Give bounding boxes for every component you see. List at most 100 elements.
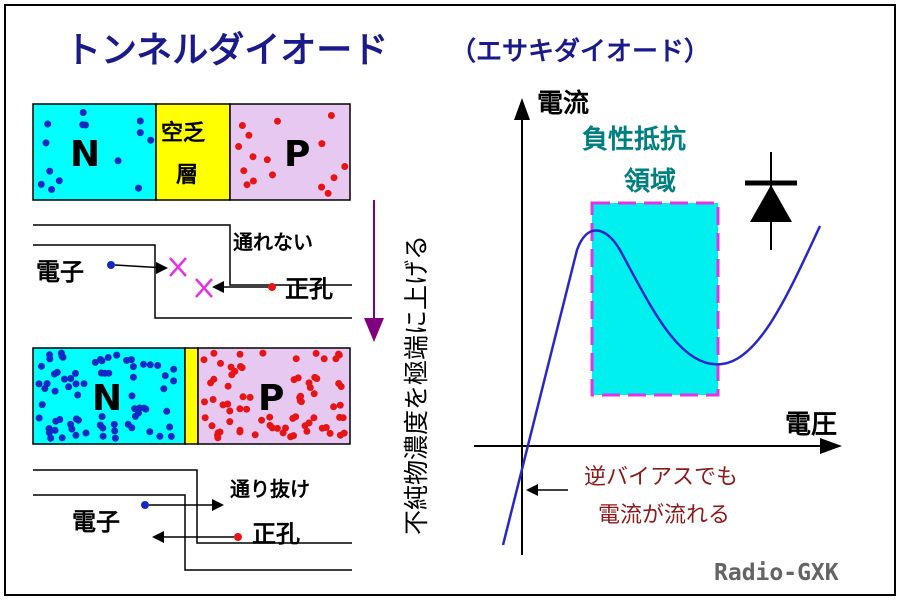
carrier-dot [290, 432, 297, 440]
carrier-dot [136, 404, 144, 412]
carrier-dot [154, 362, 162, 369]
carrier-dot [163, 407, 171, 415]
carrier-dot [224, 382, 232, 390]
band-edge-lower-top [33, 244, 352, 319]
carrier-dot [236, 350, 244, 358]
band-diagram-top: 通れない 電子 正孔 [33, 224, 352, 319]
carrier-dot [251, 431, 259, 439]
band-edge-lower-bottom [33, 494, 352, 571]
carrier-dot [207, 379, 215, 387]
carrier-dot [273, 424, 281, 432]
carrier-dot [318, 424, 326, 432]
band-edge-upper-top [33, 224, 352, 286]
hole-dots-bottom [200, 349, 348, 442]
carrier-dot [339, 414, 347, 422]
carrier-dot [129, 373, 137, 381]
carrier-dot [42, 139, 50, 147]
x-axis-label: 電圧 [785, 410, 837, 440]
diode-symbol-icon [745, 152, 797, 250]
carrier-dot [128, 392, 136, 400]
carrier-dot [57, 349, 65, 357]
electron-arrowhead-top [156, 262, 168, 274]
carrier-dot [35, 414, 43, 422]
electron-dot-bottom [141, 501, 149, 509]
carrier-dot [243, 181, 251, 189]
depletion-label-line2: 層 [176, 163, 198, 188]
carrier-dot [46, 167, 54, 175]
carrier-dot [258, 416, 266, 424]
carrier-dot [245, 131, 253, 139]
n-region-top [32, 103, 157, 201]
carrier-dot [305, 419, 313, 427]
carrier-dot [310, 414, 318, 422]
carrier-dot [55, 177, 63, 185]
carrier-dot [47, 434, 55, 442]
carrier-dot [239, 393, 247, 401]
reverse-bias-label-line1: 逆バイアスでも [584, 465, 738, 490]
carrier-dot [274, 117, 281, 125]
carrier-dot [312, 349, 320, 357]
depletion-layer-bottom [184, 347, 199, 445]
carrier-dot [311, 373, 319, 381]
carrier-dot [292, 355, 300, 363]
reverse-bias-label-line2: 電流が流れる [598, 503, 730, 528]
carrier-dot [282, 424, 289, 432]
carrier-dot [114, 157, 122, 165]
y-axis-arrowhead [514, 98, 530, 120]
carrier-dot [97, 356, 104, 363]
carrier-dot [160, 385, 168, 393]
carrier-dot [219, 401, 227, 409]
hole-dot-bottom [234, 533, 242, 541]
carrier-dot [98, 413, 106, 420]
x-axis-arrowhead [820, 438, 842, 454]
carrier-dot [231, 367, 239, 375]
carrier-dot [111, 434, 119, 442]
carrier-dot [53, 368, 61, 376]
carrier-dot [336, 401, 344, 409]
iv-characteristic-graph: 電流 電圧 負性抵抗 領域 逆バイアスでも 電流が流れる [474, 89, 842, 555]
carrier-dot [67, 420, 75, 428]
carrier-dot [72, 431, 80, 439]
carrier-dot [327, 112, 335, 119]
carrier-dot [99, 432, 107, 440]
negative-resistance-label-line2: 領域 [624, 166, 676, 197]
carrier-dot [318, 140, 326, 148]
n-label-top: N [70, 134, 100, 175]
carrier-dot [82, 429, 90, 437]
hole-arrowhead-top [212, 281, 224, 293]
hole-label-top: 正孔 [285, 275, 333, 303]
p-label-top: P [284, 134, 310, 175]
carrier-dot [166, 423, 174, 431]
carrier-dot [101, 369, 109, 377]
carrier-dot [305, 379, 313, 387]
x-mark-icon [169, 257, 187, 277]
carrier-dot [72, 369, 79, 377]
carrier-dot [214, 434, 222, 442]
carrier-dot [136, 117, 144, 125]
carrier-dot [35, 380, 43, 388]
carrier-dot [146, 428, 154, 436]
carrier-dot [51, 426, 59, 434]
carrier-dot [263, 156, 271, 164]
junction-bottom: N P [32, 347, 351, 445]
carrier-dot [335, 350, 343, 358]
electron-label-bottom: 電子 [72, 508, 120, 536]
carrier-dot [80, 380, 88, 388]
carrier-dot [113, 351, 121, 359]
carrier-dot [45, 425, 53, 433]
carrier-dot [65, 383, 73, 391]
carrier-dot [340, 429, 348, 437]
iv-curve [501, 225, 822, 546]
carrier-dot [318, 183, 326, 191]
carrier-dot [236, 405, 244, 413]
carrier-dot [146, 361, 154, 369]
carrier-dot [74, 391, 82, 399]
page-title: トンネルダイオード [65, 30, 388, 71]
hole-arrowhead-bottom [152, 531, 164, 543]
carrier-dot [296, 394, 304, 401]
carrier-dot [91, 358, 99, 366]
carrier-dot [79, 109, 87, 116]
carrier-dot [200, 356, 208, 364]
band-edge-upper-bottom [33, 469, 352, 544]
